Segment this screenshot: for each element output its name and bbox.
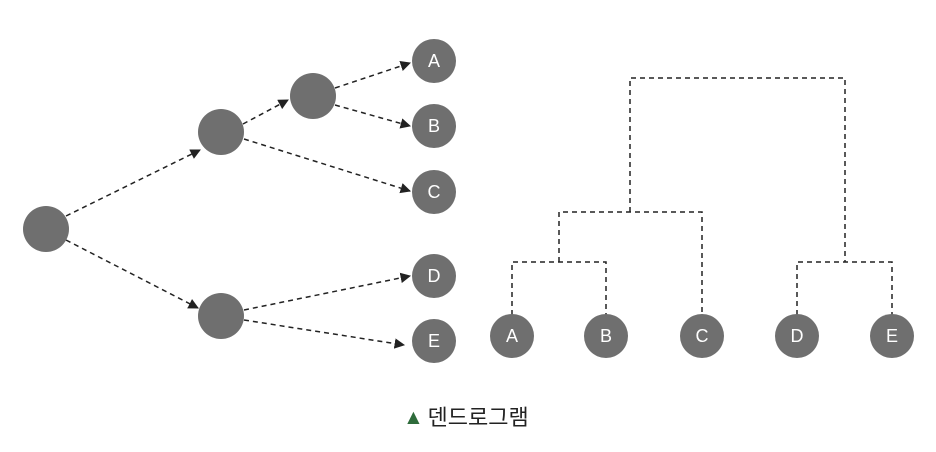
dendrogram-links bbox=[511, 77, 893, 315]
tree-leaf-e-label: E bbox=[428, 331, 440, 351]
dendrogram-leaf-c-label: C bbox=[696, 326, 709, 346]
dendrogram-leaf-d: D bbox=[775, 314, 819, 358]
dendrogram-leaf-e-label: E bbox=[886, 326, 898, 346]
edge-n1-c bbox=[243, 138, 412, 194]
dendrogram-link-de bbox=[796, 261, 893, 315]
dendrogram-leaf-e: E bbox=[870, 314, 914, 358]
tree-leaf-e: E bbox=[412, 319, 456, 363]
tree-leaf-a-label: A bbox=[428, 51, 440, 71]
tree-leaf-d-label: D bbox=[428, 266, 441, 286]
tree-internal-node-1 bbox=[198, 109, 244, 155]
edge-root-n1 bbox=[65, 149, 201, 217]
tree-leaf-c-label: C bbox=[428, 182, 441, 202]
tree-leaf-c: C bbox=[412, 170, 456, 214]
tree-leaf-b-label: B bbox=[428, 116, 440, 136]
dendrogram-link-ab bbox=[511, 261, 607, 315]
edge-n2-b bbox=[334, 104, 412, 129]
dendrogram-link-abc bbox=[558, 211, 703, 315]
edge-root-n4 bbox=[65, 239, 199, 309]
edge-n2-a bbox=[334, 61, 411, 89]
tree-nodes: A B C D E bbox=[23, 39, 456, 363]
tree-internal-node-3 bbox=[198, 293, 244, 339]
dendrogram-leaf-a: A bbox=[490, 314, 534, 358]
figure-caption: ▲ 덴드로그램 bbox=[0, 400, 936, 432]
dendrogram-link-root bbox=[629, 77, 846, 262]
tree-leaf-a: A bbox=[412, 39, 456, 83]
dendrogram-leaf-c: C bbox=[680, 314, 724, 358]
caption-triangle-icon: ▲ bbox=[407, 407, 420, 426]
edge-n1-n2 bbox=[242, 99, 289, 125]
dendrogram-leaf-a-label: A bbox=[506, 326, 518, 346]
dendrogram-leaf-d-label: D bbox=[791, 326, 804, 346]
dendrogram-leaf-b: B bbox=[584, 314, 628, 358]
edge-n4-e bbox=[243, 319, 406, 349]
tree-leaf-d: D bbox=[412, 254, 456, 298]
caption-text: 덴드로그램 bbox=[427, 406, 529, 431]
edge-n4-d bbox=[243, 272, 412, 311]
dendrogram-leaves: A B C D E bbox=[490, 314, 914, 358]
tree-internal-node-2 bbox=[290, 73, 336, 119]
tree-root-node bbox=[23, 206, 69, 252]
dendrogram-leaf-b-label: B bbox=[600, 326, 612, 346]
tree-edges bbox=[65, 61, 412, 349]
tree-leaf-b: B bbox=[412, 104, 456, 148]
